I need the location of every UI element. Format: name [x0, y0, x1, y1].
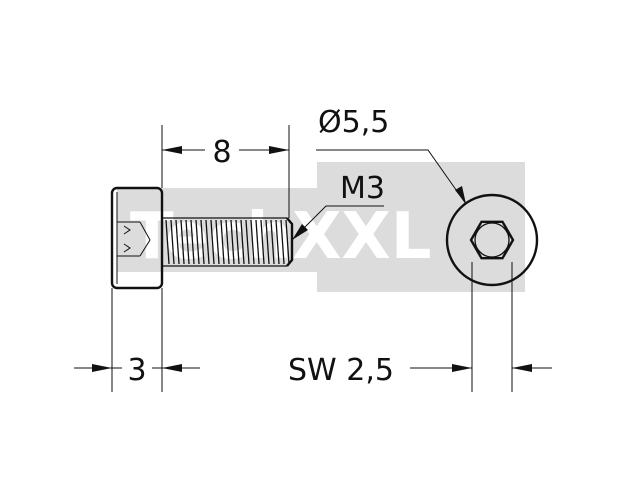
head-socket-hex-mark-2	[123, 243, 131, 253]
head-height-label: 3	[127, 353, 146, 388]
head-outline	[110, 186, 164, 290]
thread-line	[185, 219, 190, 265]
thread-line	[270, 219, 275, 265]
thread-line	[250, 219, 255, 265]
sw-arrow-right	[512, 364, 532, 372]
screw-head-side	[110, 186, 164, 290]
thread-line	[180, 219, 185, 265]
length-label-bg	[205, 132, 239, 168]
head-socket-tip	[139, 221, 151, 257]
thread-line	[285, 219, 290, 265]
dimension-thread: M3	[291, 171, 385, 241]
length-label: 8	[212, 135, 231, 170]
length-arrow-left	[162, 146, 182, 154]
dimension-head-height: 3	[74, 288, 200, 392]
dimension-hex-key: SW 2,5	[288, 262, 552, 392]
thread-line	[260, 219, 265, 265]
thread-lines	[165, 219, 290, 265]
thread-line	[275, 219, 280, 265]
thread-line	[215, 219, 220, 265]
hex-inner-circle	[474, 222, 510, 258]
watermark-box-right	[317, 162, 525, 292]
thread-arrow	[292, 224, 308, 240]
thread-line	[195, 219, 200, 265]
sw-arrow-left	[452, 364, 472, 372]
diameter-leader	[316, 149, 467, 205]
thread-line	[220, 219, 225, 265]
thread-line	[230, 219, 235, 265]
thread-line	[245, 219, 250, 265]
dimension-diameter: Ø5,5	[316, 105, 467, 205]
thread-line	[210, 219, 215, 265]
head-arrow-right	[162, 364, 182, 372]
thread-line	[190, 219, 195, 265]
thread-line	[265, 219, 270, 265]
length-arrow-right	[269, 146, 289, 154]
dimension-length: 8	[161, 125, 290, 218]
hex-socket	[469, 220, 515, 260]
head-outer-circle	[445, 193, 539, 287]
thread-line	[170, 219, 175, 265]
watermark: TechXXL	[117, 162, 525, 292]
thread-line	[280, 219, 285, 265]
threaded-shank	[162, 217, 294, 267]
thread-line	[255, 219, 260, 265]
thread-line	[235, 219, 240, 265]
thread-line	[175, 219, 180, 265]
thread-label: M3	[340, 171, 385, 206]
hex-key-label: SW 2,5	[288, 353, 394, 388]
diameter-label: Ø5,5	[318, 105, 389, 140]
thread-line	[165, 219, 170, 265]
thread-line	[240, 219, 245, 265]
head-arrow-left	[92, 364, 112, 372]
head-label-bg	[122, 350, 152, 386]
thread-line	[225, 219, 230, 265]
thread-line	[200, 219, 205, 265]
thread-line	[205, 219, 210, 265]
diameter-arrow	[455, 186, 466, 204]
screw-head-top	[445, 193, 539, 287]
head-socket-hex-mark	[123, 225, 131, 235]
watermark-text: TechXXL	[130, 200, 432, 274]
